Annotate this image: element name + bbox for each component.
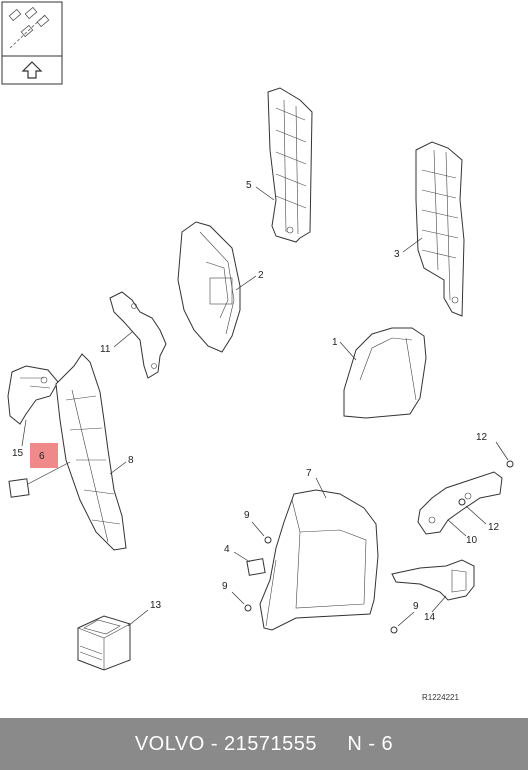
label-9a: 9: [244, 510, 250, 521]
leader-14: [431, 595, 447, 613]
leader-5: [255, 186, 275, 201]
leader-9c: [397, 611, 415, 627]
label-10: 10: [466, 535, 478, 546]
part-2-housing: [177, 221, 241, 353]
leader-9b: [231, 591, 245, 605]
part-3-bracket: [415, 141, 465, 317]
label-9b: 9: [222, 581, 228, 592]
part-14-side-marker: [391, 559, 475, 601]
leader-9a: [251, 521, 265, 537]
part-1-headlamp: [343, 327, 427, 419]
label-7: 7: [306, 468, 312, 479]
leader-10: [447, 519, 467, 537]
leader-8: [109, 461, 127, 475]
label-15: 15: [12, 448, 24, 459]
leader-15: [21, 419, 27, 447]
label-6: 6: [39, 451, 45, 462]
leader-3: [402, 237, 423, 253]
part-9-screw-b: [244, 604, 252, 612]
label-14: 14: [424, 612, 436, 623]
label-8: 8: [128, 455, 134, 466]
label-12b: 12: [488, 522, 500, 533]
label-3: 3: [394, 249, 400, 260]
label-12a: 12: [476, 432, 488, 443]
leader-1: [339, 341, 357, 361]
footer-bar: VOLVO - 21571555 N - 6: [0, 718, 528, 770]
leader-6: [27, 461, 71, 485]
part-13-box: [77, 615, 131, 671]
part-11-bracket: [109, 291, 167, 379]
footer-text: VOLVO - 21571555 N - 6: [134, 732, 394, 755]
leader-2: [235, 275, 257, 291]
part-8-frame: [55, 353, 127, 551]
label-4: 4: [224, 544, 230, 555]
label-11: 11: [100, 344, 111, 355]
label-1: 1: [332, 337, 338, 348]
part-9-screw-c: [390, 626, 398, 634]
leader-12a: [495, 441, 509, 461]
parts-diagram: 5 2 3 1 11 15 6 8 12 7 12 9 10 4 9 13 9 …: [1, 1, 514, 702]
leader-11: [113, 331, 133, 348]
part-4-pad: [246, 558, 266, 576]
leader-12b: [465, 505, 487, 525]
part-9-screw-a: [264, 536, 272, 544]
label-13: 13: [150, 600, 162, 611]
part-6-pad: [8, 478, 30, 498]
label-5: 5: [246, 180, 252, 191]
label-2: 2: [258, 270, 264, 281]
highlight-part-6: [30, 443, 58, 468]
part-7-corner: [259, 489, 379, 631]
part-12-screw-a: [506, 460, 514, 468]
reference-code: R1224221: [422, 693, 459, 702]
part-5-bracket: [267, 87, 313, 243]
leader-4: [233, 551, 251, 563]
leader-7: [315, 477, 327, 499]
part-15-cover: [7, 365, 59, 425]
orientation-icon: [1, 1, 63, 85]
part-12-screw-b: [458, 498, 466, 506]
label-9c: 9: [413, 601, 419, 612]
leader-13: [127, 609, 149, 627]
